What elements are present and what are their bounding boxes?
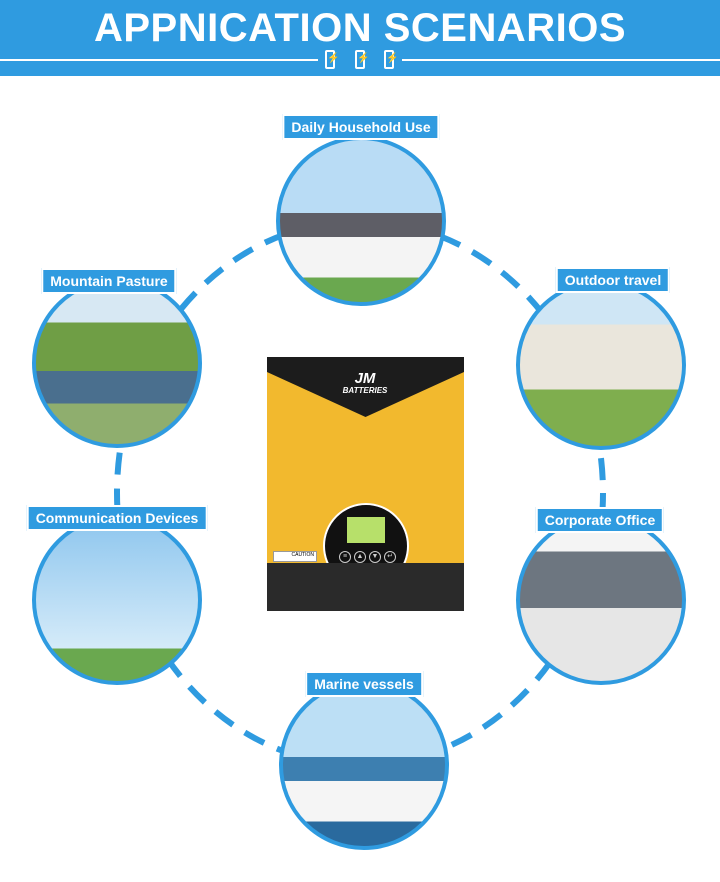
battery-icon: ⚡ <box>384 50 398 69</box>
label-communication-devices: Communication Devices <box>26 505 208 531</box>
inverter-product-image: JM BATTERIES ≡▲▼↵ CAUTION <box>267 357 464 611</box>
label-household: Daily Household Use <box>282 114 440 140</box>
caution-label: CAUTION <box>273 551 317 562</box>
menu-icon: ≡ <box>339 551 351 563</box>
up-icon: ▲ <box>354 551 366 563</box>
lcd-display <box>347 517 385 543</box>
down-icon: ▼ <box>369 551 381 563</box>
label-mountain-pasture: Mountain Pasture <box>41 268 177 294</box>
corporate-office-image <box>516 515 686 685</box>
mountain-pasture-image <box>32 278 202 448</box>
page-title: APPNICATION SCENARIOS <box>93 6 627 50</box>
marine-vessel-image <box>279 680 449 850</box>
divider <box>402 59 720 61</box>
outdoor-travel-image <box>516 280 686 450</box>
household-image <box>276 136 446 306</box>
header-banner: APPNICATION SCENARIOS ⚡ ⚡ ⚡ <box>0 0 720 76</box>
label-corporate-office: Corporate Office <box>535 507 665 533</box>
battery-icon: ⚡ <box>355 50 369 69</box>
label-marine-vessels: Marine vessels <box>305 671 423 697</box>
enter-icon: ↵ <box>384 551 396 563</box>
label-outdoor-travel: Outdoor travel <box>555 267 671 293</box>
divider <box>0 59 318 61</box>
battery-icon: ⚡ <box>325 50 339 69</box>
communication-tower-image <box>32 515 202 685</box>
brand-logo: JM BATTERIES <box>342 370 388 395</box>
